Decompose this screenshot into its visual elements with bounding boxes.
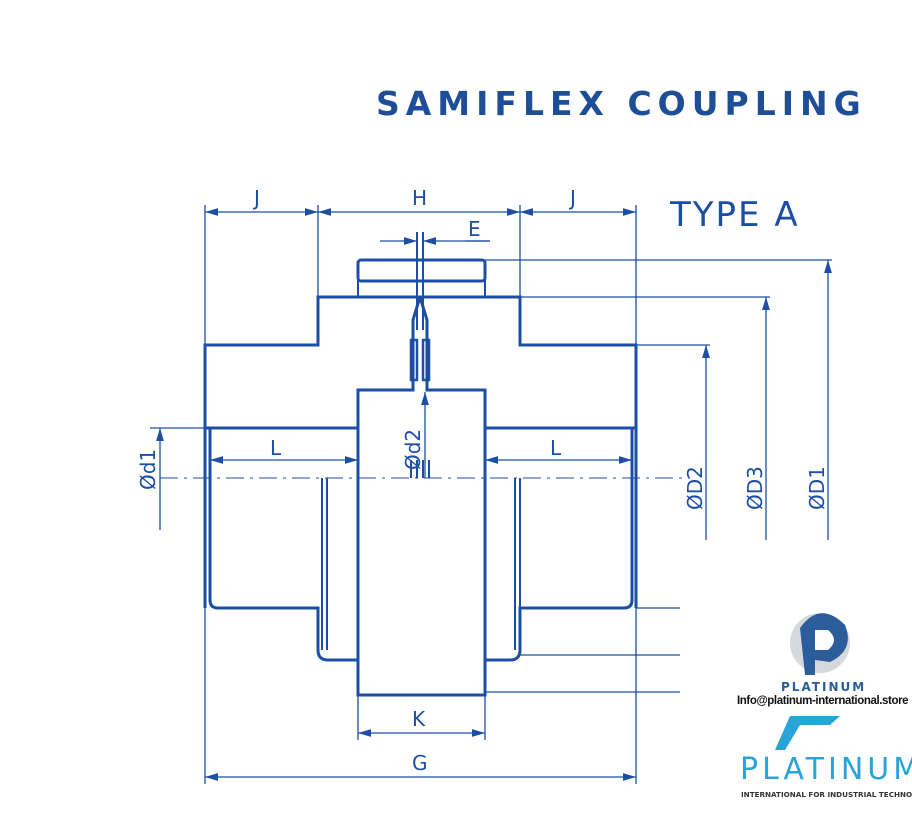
center-gap — [409, 232, 431, 382]
dim-label-g: G — [412, 751, 428, 775]
type-label: TYPE A — [669, 195, 800, 235]
dim-label-e: E — [468, 217, 481, 241]
platinum-logo-icon — [790, 613, 850, 675]
contact-email: Info@platinum-international.store — [737, 695, 909, 707]
dim-label-j-left: J — [252, 186, 260, 210]
logo1-wordmark: PLATINUM — [781, 680, 867, 694]
dim-label-d2: Ød2 — [401, 429, 425, 470]
right-hub-section — [417, 295, 638, 430]
lower-outline — [203, 390, 638, 697]
platinum-swoosh-icon — [775, 716, 840, 750]
dim-label-j-right: J — [568, 186, 576, 210]
logo2-wordmark: PLATINUM — [740, 752, 912, 787]
logo2-tagline: INTERNATIONAL FOR INDUSTRIAL TECHNOLOGY — [741, 790, 912, 799]
dim-label-d1-bore: Ød1 — [136, 449, 160, 490]
left-hub-section — [203, 295, 423, 430]
dim-label-D2: ØD2 — [683, 466, 707, 510]
drawing-title: SAMIFLEX COUPLING — [376, 84, 867, 123]
dimension-lines — [150, 205, 832, 784]
dim-label-k: K — [412, 707, 426, 731]
dim-label-D1: ØD1 — [805, 466, 829, 510]
dim-label-l-right: L — [550, 436, 562, 460]
sleeve-ring — [356, 258, 487, 298]
dim-label-l-left: L — [270, 436, 282, 460]
dim-label-h: H — [412, 186, 427, 210]
dim-label-D3: ØD3 — [743, 466, 767, 510]
